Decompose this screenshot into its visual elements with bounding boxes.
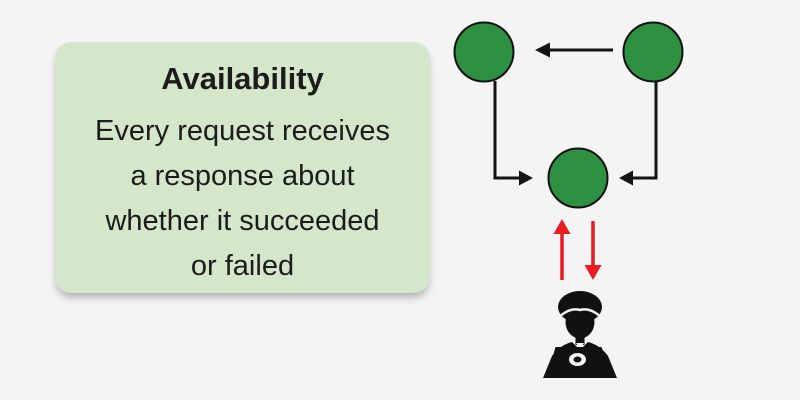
card-description: Every request receives a response about … (95, 115, 390, 282)
arrow-topright-to-topleft (535, 42, 613, 58)
arrow-topleft-to-bottom (493, 81, 533, 186)
arrow-shaft (493, 81, 520, 180)
node-bottom (547, 147, 609, 209)
card-title: Availability (161, 61, 324, 96)
laptop-logo-inner (573, 356, 582, 363)
arrow-topright-to-bottom (619, 81, 658, 186)
arrowhead-left-icon (619, 170, 633, 186)
person-hair-fringe (555, 308, 605, 321)
arrowhead-up-icon (553, 219, 571, 234)
person-collar-cutout (576, 343, 584, 350)
arrowhead-right-icon (519, 170, 533, 186)
arrowhead-down-icon (584, 265, 602, 280)
person-neck (575, 336, 585, 345)
laptop-base (551, 372, 609, 378)
response-arrow-down (584, 221, 602, 280)
person-at-laptop-icon (543, 291, 617, 378)
availability-card: Availability Every request receives a re… (55, 42, 430, 293)
arrow-shaft (632, 81, 658, 180)
request-arrow-up (553, 219, 571, 280)
person-face (565, 305, 595, 339)
node-top-right (622, 21, 684, 83)
node-top-left (453, 21, 515, 83)
arrowhead-left-icon (535, 42, 550, 58)
distributed-system-diagram (453, 21, 684, 378)
